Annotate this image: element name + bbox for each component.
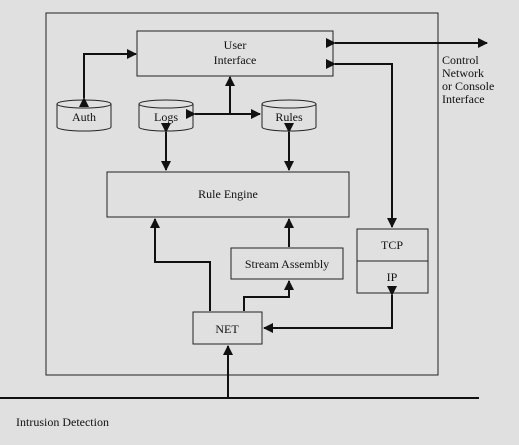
net-label: NET <box>215 322 239 336</box>
control-network-line2: Network <box>442 66 484 80</box>
control-network-line4: Interface <box>442 92 485 106</box>
control-network-line3: or Console <box>442 79 494 93</box>
auth-database: Auth <box>56 99 112 132</box>
tcp-label: TCP <box>381 238 403 252</box>
rules-label: Rules <box>275 110 303 124</box>
user-interface-node: User Interface <box>136 30 334 77</box>
user-interface-label-line2: Interface <box>214 53 257 67</box>
ip-label: IP <box>387 270 398 284</box>
control-network-label: Control Network or Console Interface <box>442 53 494 106</box>
logs-database: Logs <box>138 99 194 132</box>
user-interface-label-line1: User <box>224 38 247 52</box>
stream-assembly-label: Stream Assembly <box>245 257 329 271</box>
ui-tcp-connector <box>326 59 397 228</box>
auth-label: Auth <box>72 110 96 124</box>
net-engine-connector <box>150 218 211 311</box>
auth-ui-connector <box>79 49 137 107</box>
logs-label: Logs <box>154 110 178 124</box>
net-node: NET <box>192 311 263 345</box>
diagram-caption: Intrusion Detection <box>16 415 109 429</box>
rule-engine-label: Rule Engine <box>198 187 258 201</box>
control-network-line1: Control <box>442 53 479 67</box>
stream-assembly-node: Stream Assembly <box>230 247 344 280</box>
ip-net-connector <box>263 286 397 333</box>
system-boundary <box>45 12 439 376</box>
tcp-ip-stack: TCP IP <box>356 228 429 294</box>
rule-engine-node: Rule Engine <box>106 171 350 218</box>
rules-database: Rules <box>261 99 317 132</box>
net-stream-connector <box>243 280 294 311</box>
